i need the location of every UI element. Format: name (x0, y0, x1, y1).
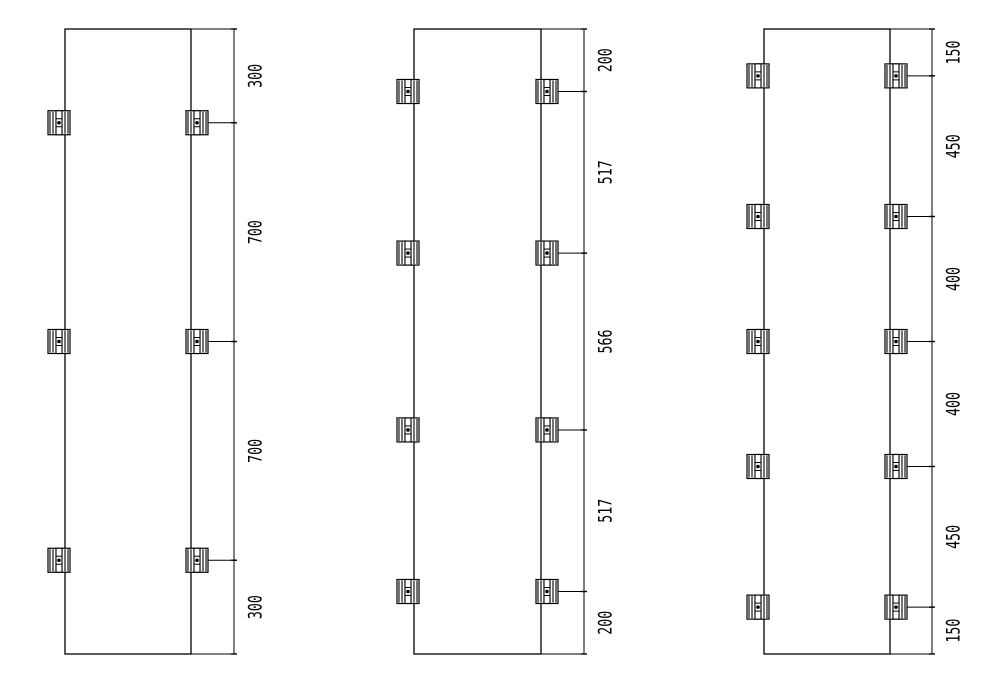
segment-label: 450 (943, 134, 965, 158)
segment-label: 200 (595, 48, 617, 72)
door-4-hinges: 200 517 566 517 200 (396, 28, 617, 655)
hinge-icon (746, 203, 770, 230)
hinge-icon (396, 417, 420, 443)
segment-label: 200 (595, 611, 617, 635)
hinge-icon (185, 547, 209, 573)
door-5-hinges: 150 450 400 400 450 150 (746, 28, 965, 655)
hinge-icon (746, 328, 770, 355)
segment-label: 400 (943, 392, 965, 416)
hinge-icon (535, 417, 559, 443)
segment-label: 300 (245, 595, 267, 619)
hinge-icon (884, 328, 908, 355)
segment-label: 700 (245, 220, 267, 244)
segment-label: 400 (943, 267, 965, 291)
hinge-icon (884, 203, 908, 230)
hinge-icon (396, 240, 420, 266)
hinge-icon (535, 78, 559, 105)
hinge-icon (884, 453, 908, 480)
door-3-hinges: 300 700 700 300 (47, 28, 267, 655)
segment-label: 150 (943, 40, 965, 64)
door-outline (763, 28, 891, 655)
door-outline (413, 28, 542, 655)
hinge-icon (884, 63, 908, 89)
hinge-icon (746, 594, 770, 620)
hinge-icon (47, 110, 71, 136)
hinge-icon (396, 578, 420, 605)
hinge-icon (185, 328, 209, 355)
hinge-icon (746, 453, 770, 480)
segment-label: 700 (245, 439, 267, 463)
segment-label: 450 (943, 525, 965, 549)
segment-label: 300 (245, 64, 267, 88)
segment-label: 517 (595, 160, 617, 184)
hinge-icon (535, 240, 559, 266)
hinge-icon (185, 110, 209, 136)
hinge-icon (47, 328, 71, 355)
segment-label: 150 (943, 619, 965, 643)
segment-label: 566 (595, 330, 617, 354)
hinge-icon (396, 78, 420, 105)
door-outline (64, 28, 192, 655)
hinge-icon (746, 63, 770, 89)
hinge-icon (47, 547, 71, 573)
hinge-icon (535, 578, 559, 605)
hinge-icon (884, 594, 908, 620)
segment-label: 517 (595, 499, 617, 523)
